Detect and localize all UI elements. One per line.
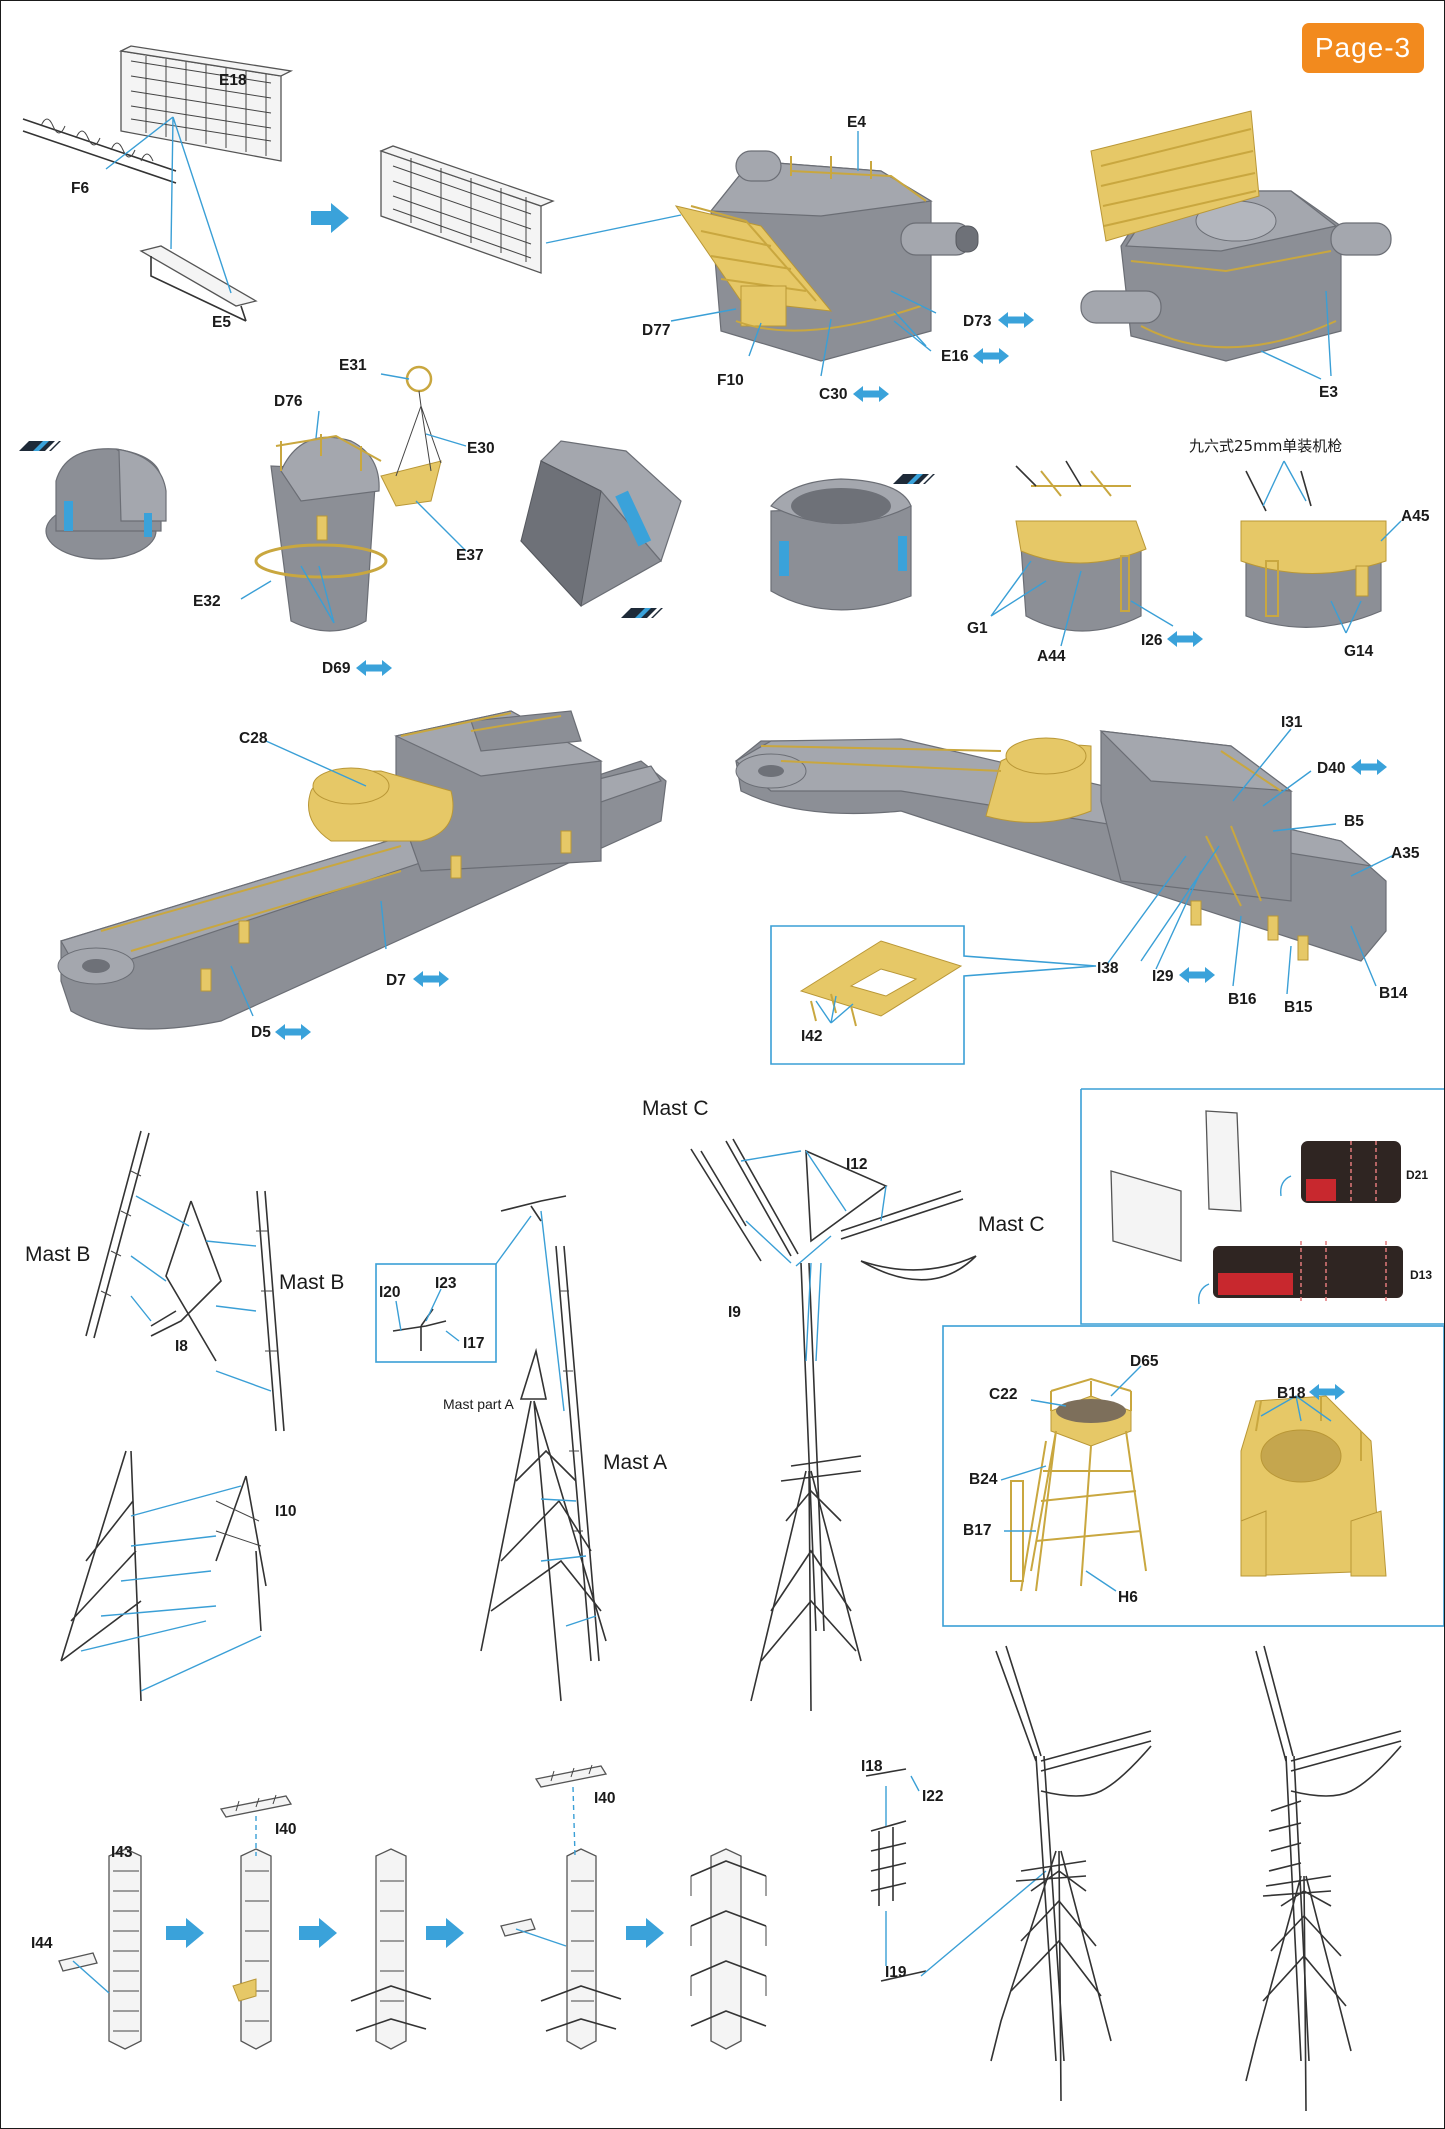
column-step-2 [219, 1794, 293, 2050]
mast-a [480, 1195, 607, 1702]
label-a45: A45 [1401, 508, 1430, 525]
bridge-block-e4 [674, 150, 979, 362]
turret-top-plain [45, 448, 167, 560]
label-d5: D5 [251, 1024, 271, 1041]
label-d69: D69 [322, 660, 351, 677]
label-gun-note: 九六式25mm单装机枪 [1189, 437, 1342, 455]
label-b14: B14 [1379, 985, 1408, 1002]
deck-assembly-right [734, 730, 1387, 962]
label-i22: I22 [922, 1788, 944, 1805]
part-e5-bracket [139, 245, 258, 322]
label-e31: E31 [339, 357, 367, 374]
label-a44: A44 [1037, 648, 1066, 665]
label-c22: C22 [989, 1386, 1017, 1403]
label-b5: B5 [1344, 813, 1364, 830]
label-d21: D21 [1406, 1168, 1428, 1182]
label-a35: A35 [1391, 845, 1420, 862]
label-i44: I44 [31, 1935, 53, 1952]
label-c30: C30 [819, 386, 847, 403]
curved-arrow-icon [1280, 1175, 1292, 1197]
label-i19: I19 [885, 1964, 907, 1981]
label-e18: E18 [219, 72, 247, 89]
label-b15: B15 [1284, 999, 1313, 1016]
label-g14: G14 [1344, 643, 1374, 660]
label-b17: B17 [963, 1522, 991, 1539]
deck-assembly-left [57, 710, 667, 1030]
column-i43 [58, 1848, 142, 2050]
label-mast-b-right: Mast B [279, 1271, 344, 1294]
label-d73: D73 [963, 313, 992, 330]
label-mast-part-a: Mast part A [443, 1396, 514, 1412]
inset-tower-platform [942, 1325, 1444, 1627]
label-i17: I17 [463, 1335, 485, 1352]
step-arrow-icon [311, 203, 349, 233]
label-i31: I31 [1281, 714, 1303, 731]
gun-tub-g1 [1015, 460, 1147, 632]
label-f6: F6 [71, 180, 89, 197]
part-e18-placed [379, 145, 555, 274]
label-i43: I43 [111, 1844, 133, 1861]
inset-i42 [770, 925, 1097, 1065]
label-d76: D76 [274, 393, 303, 410]
label-e4: E4 [847, 114, 866, 131]
part-e18-grate [118, 45, 294, 162]
mast-final-left [990, 1645, 1152, 2102]
label-i29: I29 [1152, 968, 1174, 985]
label-b16: B16 [1228, 991, 1257, 1008]
turret-assembled-d76 [254, 365, 442, 632]
label-i42: I42 [801, 1028, 823, 1045]
bridge-block-complete [1080, 110, 1392, 362]
label-e3: E3 [1319, 384, 1338, 401]
label-mast-a: Mast A [603, 1451, 667, 1474]
column-complete [690, 1848, 767, 2050]
yard-i18-i22 [865, 1768, 927, 1982]
label-i40a: I40 [275, 1821, 297, 1838]
label-e30: E30 [467, 440, 495, 457]
label-g1: G1 [967, 620, 988, 637]
column-step-3 [350, 1848, 432, 2050]
label-d13: D13 [1410, 1268, 1432, 1282]
label-e32: E32 [193, 593, 221, 610]
mast-b-tripod [60, 1450, 267, 1702]
label-i26: I26 [1141, 632, 1163, 649]
label-i10: I10 [275, 1503, 297, 1520]
label-d7: D7 [386, 972, 406, 989]
label-mast-c-right: Mast C [978, 1213, 1045, 1236]
label-mast-b-left: Mast B [25, 1243, 90, 1266]
curved-arrow-icon [1198, 1283, 1210, 1305]
label-i18: I18 [861, 1758, 883, 1775]
label-e37: E37 [456, 547, 484, 564]
page-number-badge: Page-3 [1302, 23, 1424, 73]
column-step-4 [500, 1764, 622, 2050]
label-f10: F10 [717, 372, 744, 389]
label-i20: I20 [379, 1284, 401, 1301]
label-c28: C28 [239, 730, 268, 747]
block-open-part [770, 478, 912, 611]
label-b24: B24 [969, 1471, 998, 1488]
label-mast-c-top: Mast C [642, 1097, 709, 1120]
label-i38: I38 [1097, 960, 1119, 977]
label-h6: H6 [1118, 1589, 1138, 1606]
label-e16: E16 [941, 348, 969, 365]
label-d77: D77 [642, 322, 670, 339]
label-i9: I9 [728, 1304, 741, 1321]
label-i40b: I40 [594, 1790, 616, 1807]
label-e5: E5 [212, 314, 231, 331]
gun-tub-a45 [1240, 470, 1387, 628]
block-tilted-part [520, 440, 682, 608]
label-b18: B18 [1277, 1385, 1306, 1402]
mast-c [690, 1138, 977, 1712]
label-i8: I8 [175, 1338, 188, 1355]
label-i12: I12 [846, 1156, 868, 1173]
mast-final-right [1245, 1645, 1402, 2112]
part-f6-fret [22, 118, 177, 184]
label-d40: D40 [1317, 760, 1345, 777]
inset-decals-d21-d13 [1080, 1088, 1444, 1325]
label-i23: I23 [435, 1275, 457, 1292]
label-d65: D65 [1130, 1353, 1159, 1370]
mast-b-parts [85, 1130, 285, 1432]
